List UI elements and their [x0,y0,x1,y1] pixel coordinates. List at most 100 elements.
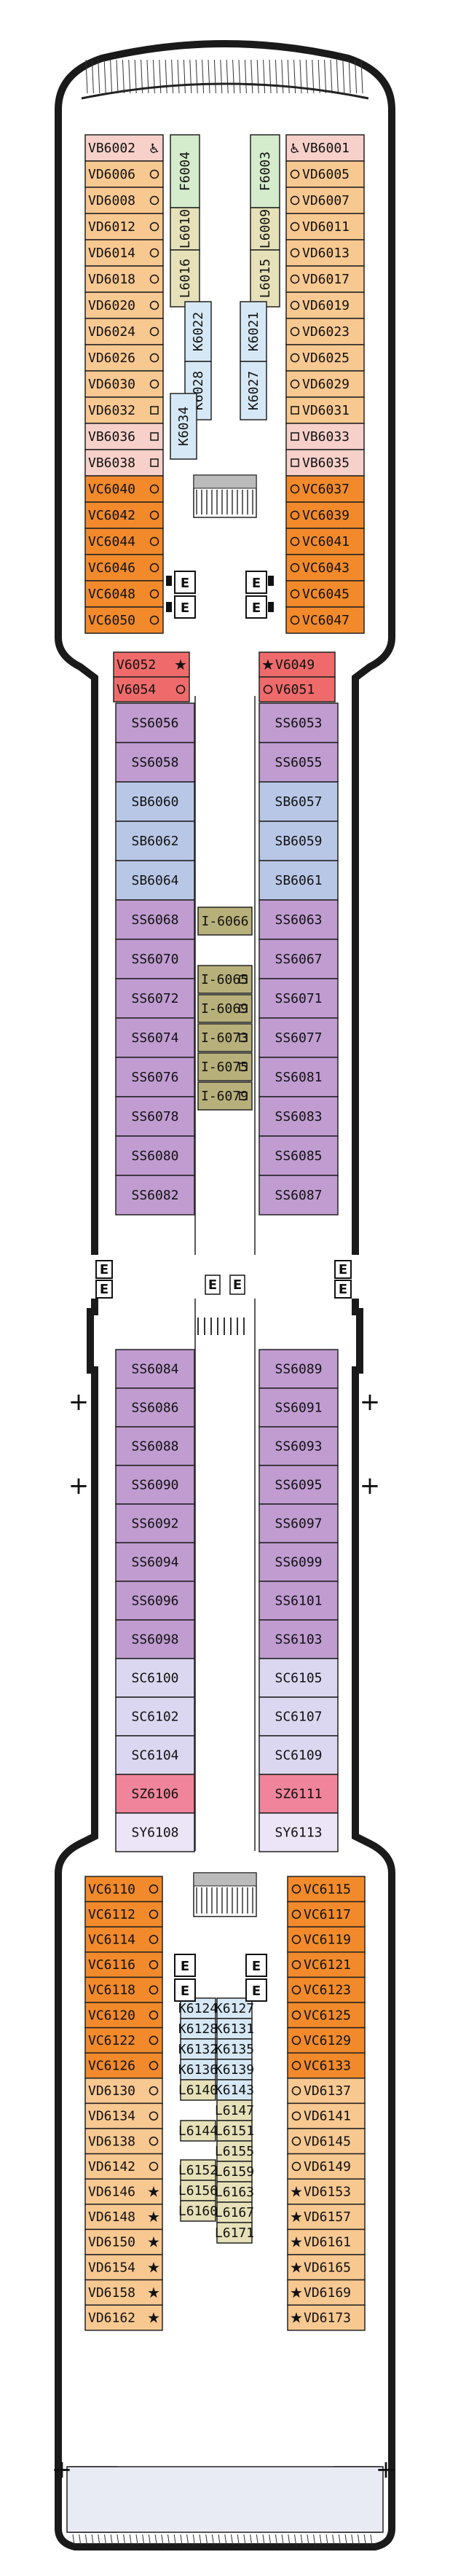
cabin-SC6100[interactable]: SC6100 [115,1658,195,1698]
cabin-SS6094[interactable]: SS6094 [115,1542,195,1582]
cabin-L6163[interactable]: L6163 [215,2181,254,2203]
cabin-K6136[interactable]: K6136 [178,2059,218,2080]
cabin-L6147[interactable]: L6147 [215,2099,254,2121]
cabin-SS6097[interactable]: SS6097 [258,1503,339,1543]
cabin-VD6029[interactable]: VD6029 [285,370,365,398]
cabin-K6021[interactable]: K6021 [240,301,267,362]
cabin-L6144[interactable]: L6144 [178,2120,218,2142]
cabin-L6156[interactable]: L6156 [178,2180,218,2201]
cabin-VD6161[interactable]: ★VD6161 [287,2228,366,2255]
cabin-SZ6111[interactable]: SZ6111 [258,1774,339,1814]
cabin-I-6073[interactable]: I-6073 [197,1023,253,1052]
cabin-VD6158[interactable]: VD6158★ [84,2279,163,2306]
cabin-SS6093[interactable]: SS6093 [258,1426,339,1466]
cabin-VC6114[interactable]: VC6114 [84,1926,163,1953]
cabin-SS6063[interactable]: SS6063 [258,899,339,940]
cabin-SS6072[interactable]: SS6072 [115,978,195,1019]
cabin-K6027[interactable]: K6027 [240,361,267,420]
cabin-SS6088[interactable]: SS6088 [115,1426,195,1466]
cabin-VD6173[interactable]: ★VD6173 [287,2304,366,2331]
cabin-VC6042[interactable]: VC6042 [84,501,164,529]
cabin-VD6130[interactable]: VD6130 [84,2078,163,2105]
cabin-VB6033[interactable]: VB6033 [285,423,365,450]
cabin-SS6071[interactable]: SS6071 [258,978,339,1019]
cabin-VC6117[interactable]: VC6117 [287,1900,366,1927]
cabin-VD6018[interactable]: VD6018 [84,265,164,293]
cabin-VD6150[interactable]: VD6150★ [84,2228,163,2255]
cabin-SS6070[interactable]: SS6070 [115,939,195,979]
cabin-SS6074[interactable]: SS6074 [115,1017,195,1058]
cabin-I-6069[interactable]: I-6069 [197,994,253,1023]
cabin-L6159[interactable]: L6159 [215,2161,254,2182]
cabin-VD6149[interactable]: VD6149 [287,2153,366,2180]
cabin-SS6085[interactable]: SS6085 [258,1135,339,1176]
cabin-VD6032[interactable]: VD6032 [84,396,164,424]
cabin-SS6067[interactable]: SS6067 [258,939,339,979]
cabin-SS6058[interactable]: SS6058 [115,742,195,783]
cabin-VB6002[interactable]: VB6002♿ [84,134,164,162]
cabin-VD6146[interactable]: VD6146★ [84,2178,163,2205]
cabin-L6171[interactable]: L6171 [215,2222,254,2244]
cabin-VD6020[interactable]: VD6020 [84,291,164,319]
cabin-K6135[interactable]: K6135 [215,2038,254,2060]
cabin-VD6031[interactable]: VD6031 [285,396,365,424]
cabin-SC6102[interactable]: SC6102 [115,1696,195,1737]
cabin-SS6078[interactable]: SS6078 [115,1096,195,1137]
cabin-VC6048[interactable]: VC6048 [84,580,164,608]
cabin-L6016[interactable]: L6016 [170,249,200,308]
cabin-VC6041[interactable]: VC6041 [285,528,365,555]
cabin-VC6125[interactable]: VC6125 [287,2002,366,2029]
cabin-VD6026[interactable]: VD6026 [84,344,164,372]
cabin-F6004[interactable]: F6004 [170,134,200,208]
cabin-L6152[interactable]: L6152 [178,2159,218,2181]
cabin-SS6090[interactable]: SS6090 [115,1465,195,1505]
cabin-VC6046[interactable]: VC6046 [84,554,164,582]
cabin-VC6047[interactable]: VC6047 [285,606,365,634]
cabin-VD6017[interactable]: VD6017 [285,265,365,293]
cabin-VC6123[interactable]: VC6123 [287,1976,366,2003]
cabin-K6022[interactable]: K6022 [184,301,212,362]
cabin-VD6157[interactable]: ★VD6157 [287,2204,366,2231]
cabin-SS6098[interactable]: SS6098 [115,1619,195,1659]
cabin-SS6101[interactable]: SS6101 [258,1581,339,1621]
cabin-VC6129[interactable]: VC6129 [287,2027,366,2054]
cabin-VD6006[interactable]: VD6006 [84,160,164,188]
cabin-SS6068[interactable]: SS6068 [115,899,195,940]
cabin-VD6134[interactable]: VD6134 [84,2102,163,2129]
cabin-V6054[interactable]: V6054 [113,676,190,702]
cabin-VC6133[interactable]: VC6133 [287,2052,366,2079]
cabin-VC6121[interactable]: VC6121 [287,1951,366,1978]
cabin-SC6105[interactable]: SC6105 [258,1658,339,1698]
cabin-VD6138[interactable]: VD6138 [84,2128,163,2155]
cabin-SS6082[interactable]: SS6082 [115,1175,195,1215]
cabin-SB6057[interactable]: SB6057 [258,781,339,822]
cabin-VB6035[interactable]: VB6035 [285,449,365,477]
cabin-SC6104[interactable]: SC6104 [115,1735,195,1775]
cabin-SS6076[interactable]: SS6076 [115,1057,195,1097]
cabin-VD6011[interactable]: VD6011 [285,213,365,240]
cabin-VD6165[interactable]: ★VD6165 [287,2254,366,2281]
cabin-I-6075[interactable]: I-6075 [197,1052,253,1081]
cabin-SS6095[interactable]: SS6095 [258,1465,339,1505]
cabin-VC6126[interactable]: VC6126 [84,2052,163,2079]
cabin-SS6055[interactable]: SS6055 [258,742,339,783]
cabin-VC6039[interactable]: VC6039 [285,501,365,529]
cabin-VC6122[interactable]: VC6122 [84,2027,163,2054]
cabin-SS6103[interactable]: SS6103 [258,1619,339,1659]
cabin-L6167[interactable]: L6167 [215,2201,254,2223]
cabin-SS6083[interactable]: SS6083 [258,1096,339,1137]
cabin-VD6141[interactable]: VD6141 [287,2102,366,2129]
cabin-SS6086[interactable]: SS6086 [115,1387,195,1428]
cabin-SZ6106[interactable]: SZ6106 [115,1774,195,1814]
cabin-V6052[interactable]: V6052★ [113,651,190,678]
cabin-SS6096[interactable]: SS6096 [115,1581,195,1621]
cabin-VD6142[interactable]: VD6142 [84,2153,163,2180]
cabin-VC6116[interactable]: VC6116 [84,1951,163,1978]
cabin-VD6169[interactable]: ★VD6169 [287,2279,366,2306]
cabin-SY6113[interactable]: SY6113 [258,1812,339,1852]
cabin-VD6030[interactable]: VD6030 [84,370,164,398]
cabin-VC6118[interactable]: VC6118 [84,1976,163,2003]
cabin-SC6109[interactable]: SC6109 [258,1735,339,1775]
cabin-VD6014[interactable]: VD6014 [84,239,164,267]
cabin-L6009[interactable]: L6009 [250,207,280,251]
